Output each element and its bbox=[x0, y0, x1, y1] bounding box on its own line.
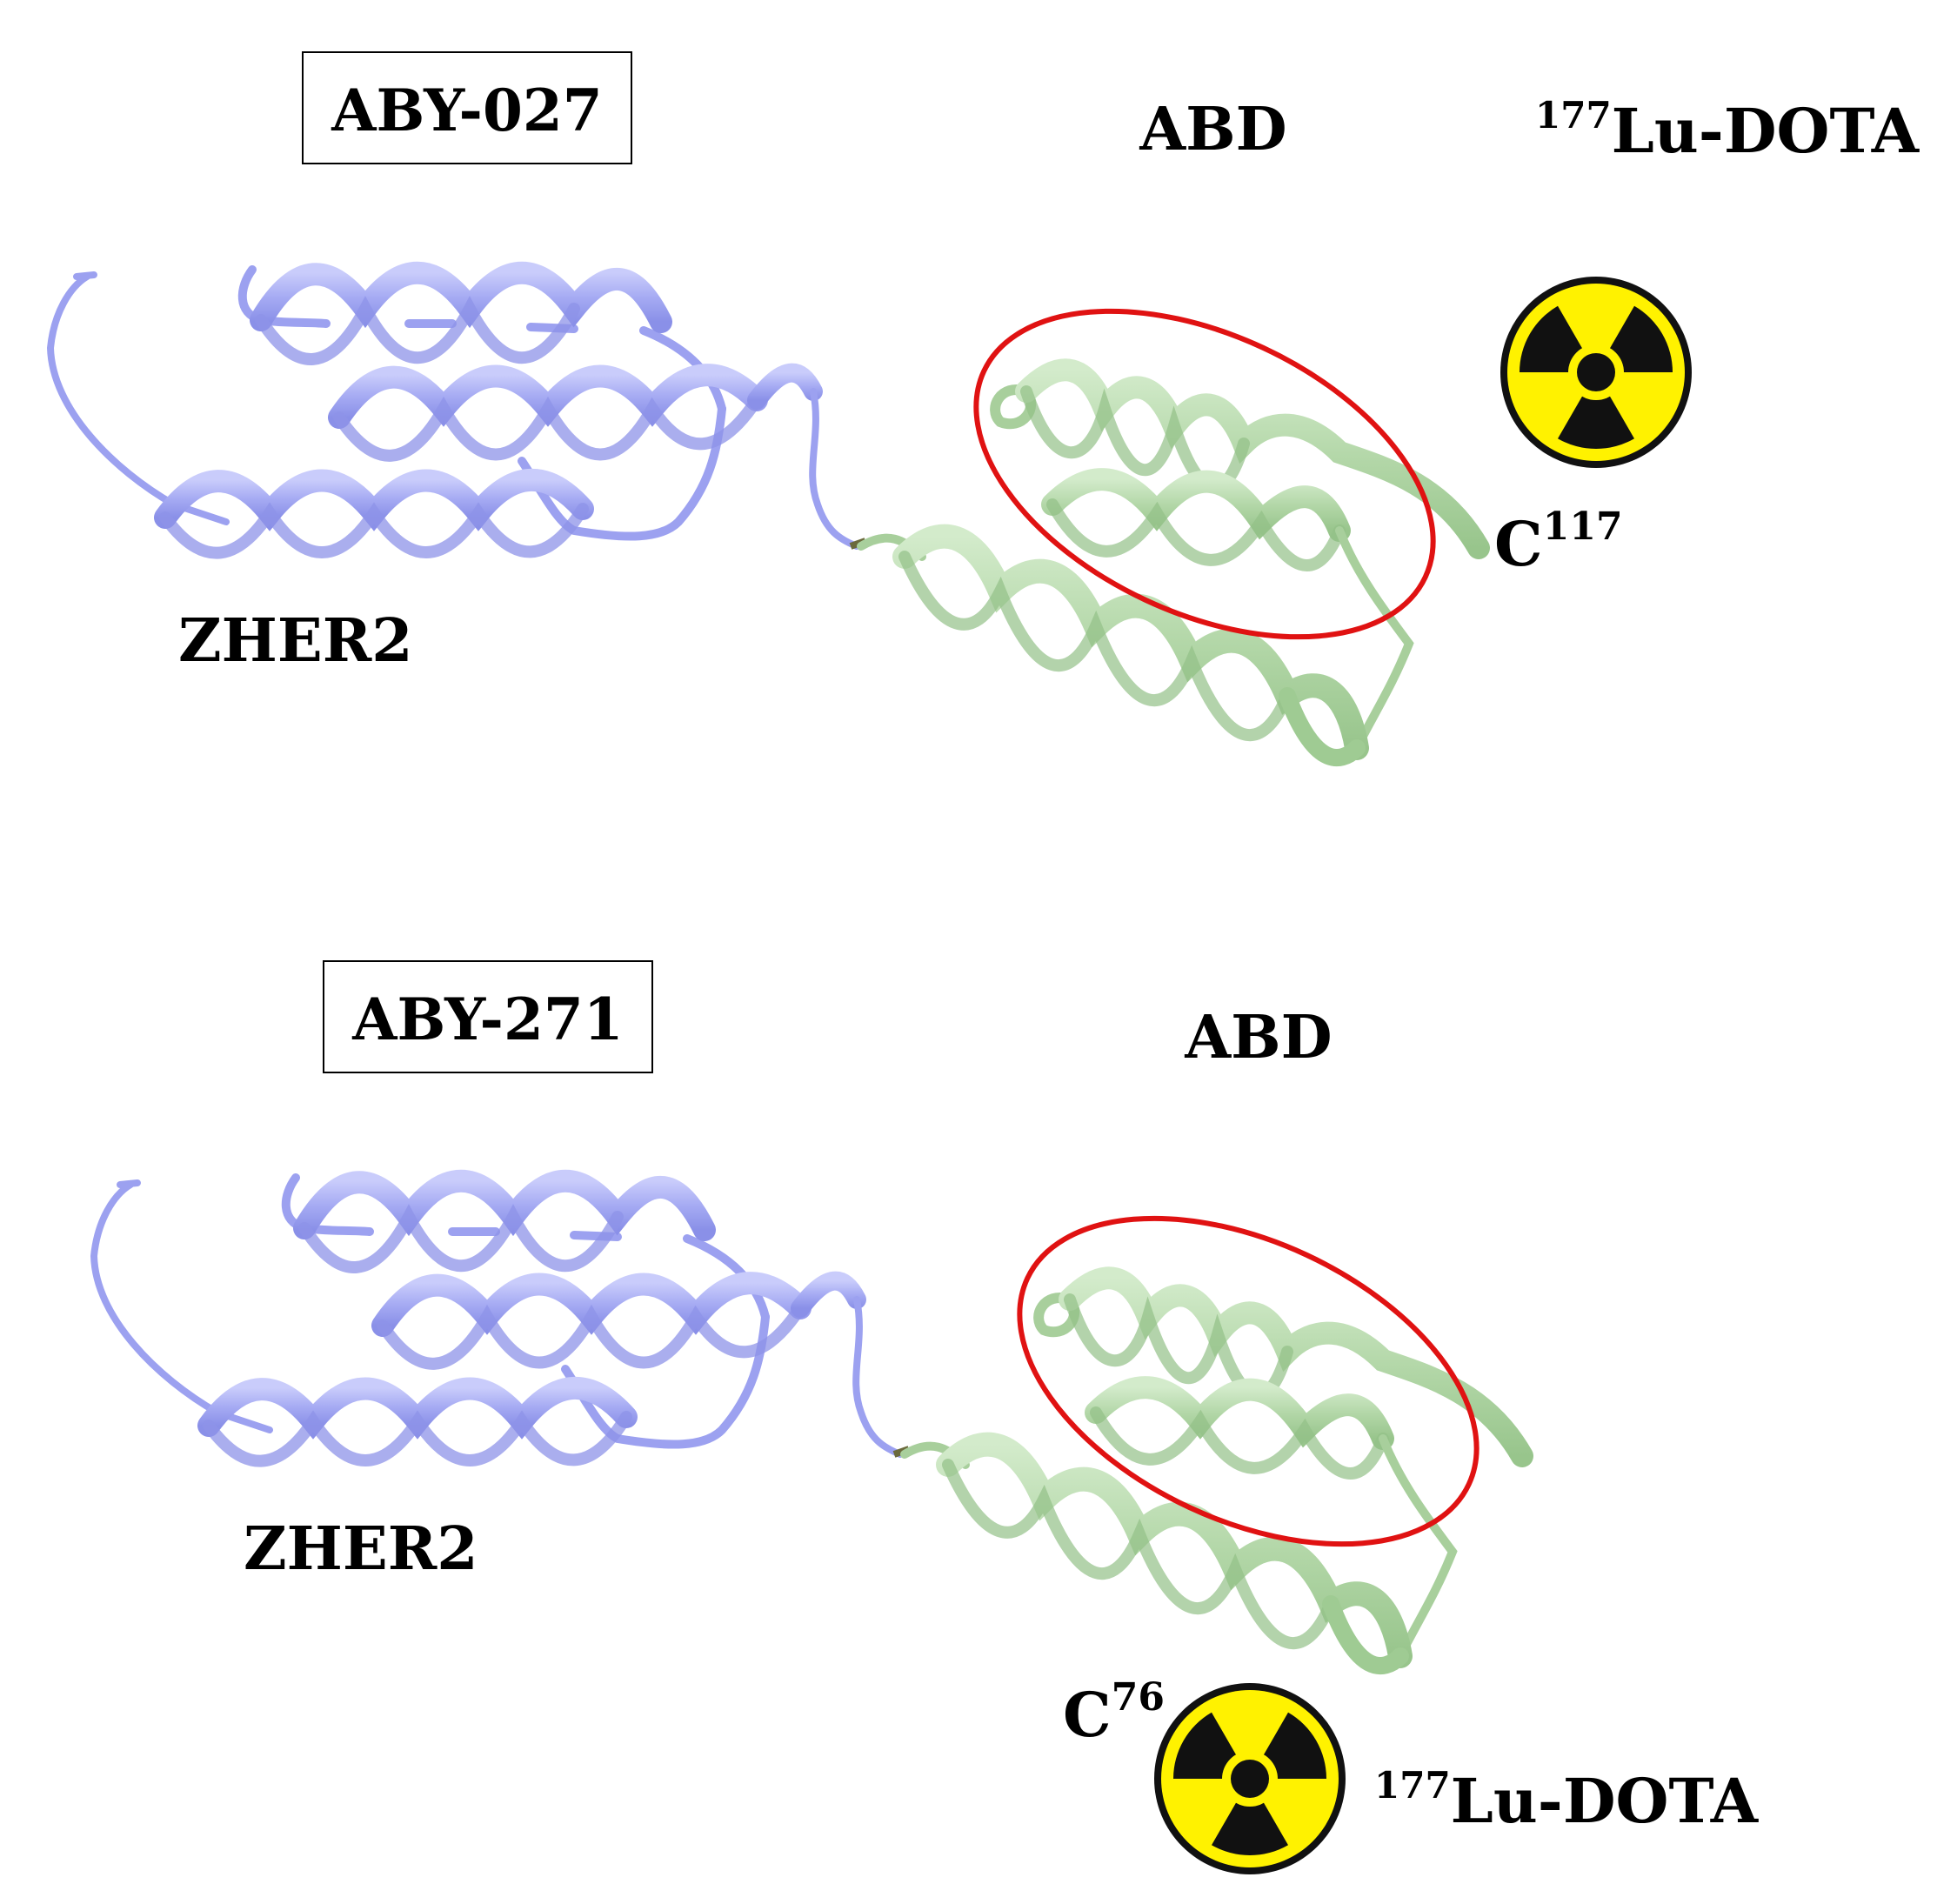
residue-number: 117 bbox=[1543, 504, 1623, 549]
construct-name: ABY-271 bbox=[351, 985, 623, 1053]
radiolabel-name: Lu-DOTA bbox=[1451, 1765, 1760, 1837]
residue: C bbox=[1063, 1679, 1112, 1751]
isotope-mass: 177 bbox=[1535, 94, 1612, 137]
conjugation-site: C76 bbox=[1063, 1675, 1165, 1751]
radiation-trefoil-icon bbox=[1500, 277, 1692, 468]
abd-structure bbox=[861, 370, 1479, 758]
radiolabel: 177Lu-DOTA bbox=[1535, 94, 1920, 167]
abd-structure bbox=[905, 1278, 1522, 1666]
zher2-label: ZHER2 bbox=[178, 606, 413, 676]
zher2-affibody-structure bbox=[50, 270, 857, 553]
construct-name-box bbox=[302, 51, 632, 164]
radiolabel-name: Lu-DOTA bbox=[1612, 95, 1920, 167]
panel-aby-027: ABY-027 ABD 177Lu-DOTA ZHER2 C117 bbox=[50, 51, 1920, 758]
radiolabel: 177Lu-DOTA bbox=[1374, 1764, 1760, 1837]
binding-site-ellipse bbox=[973, 308, 1436, 640]
abd-label: ABD bbox=[1139, 95, 1286, 164]
panel-aby-271: ABY-271 ABD ZHER2 C76 177Lu-DOTA bbox=[94, 960, 1760, 1874]
residue-number: 76 bbox=[1112, 1675, 1165, 1720]
construct-name-box bbox=[323, 960, 653, 1073]
construct-name: ABY-027 bbox=[331, 77, 602, 144]
residue: C bbox=[1494, 508, 1543, 580]
abd-label: ABD bbox=[1184, 1003, 1332, 1072]
zher2-label: ZHER2 bbox=[244, 1514, 478, 1584]
isotope-mass: 177 bbox=[1374, 1764, 1451, 1807]
binding-site-ellipse bbox=[1017, 1215, 1479, 1547]
conjugation-site: C117 bbox=[1494, 504, 1623, 580]
zher2-affibody-structure bbox=[94, 1178, 900, 1461]
radiation-trefoil-icon bbox=[1154, 1683, 1346, 1874]
